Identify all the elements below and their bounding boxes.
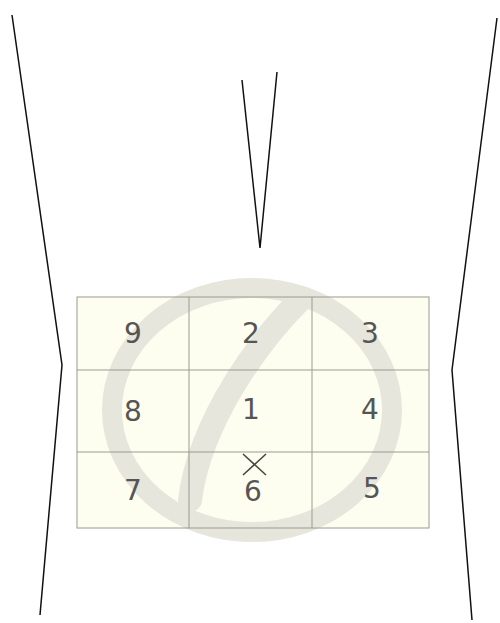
- cross-mark: [243, 454, 266, 475]
- region-number: 4: [361, 396, 379, 424]
- grid-lines: [77, 297, 429, 528]
- region-number: 8: [124, 398, 142, 426]
- torso-outline: [452, 18, 497, 620]
- watermark: [112, 288, 392, 532]
- region-number: 5: [363, 475, 381, 503]
- torso-outline: [12, 15, 62, 615]
- watermark: [190, 300, 300, 500]
- xiphoid-mark: [242, 72, 277, 248]
- region-number: 7: [124, 477, 142, 505]
- region-number: 1: [242, 396, 260, 424]
- region-number: 6: [244, 478, 262, 506]
- region-number: 2: [242, 320, 260, 348]
- region-number: 9: [124, 320, 142, 348]
- grid-ground: [77, 297, 429, 528]
- region-number: 3: [361, 320, 379, 348]
